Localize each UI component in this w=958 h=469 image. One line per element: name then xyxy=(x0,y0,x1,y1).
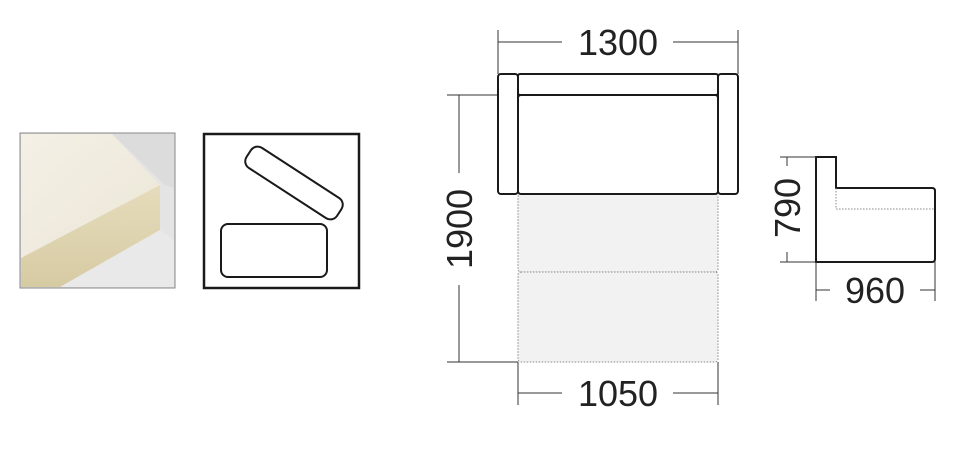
height-label: 790 xyxy=(767,178,808,238)
mattress-width-label: 1050 xyxy=(578,373,658,414)
foam-mattress-photo xyxy=(19,132,176,289)
width-label: 1300 xyxy=(578,22,658,63)
bed-extension xyxy=(517,193,719,363)
depth-label: 1900 xyxy=(439,189,480,269)
right-armrest xyxy=(717,73,739,195)
sofa-top-view xyxy=(497,73,739,195)
dimension-height xyxy=(780,156,816,263)
side-depth-label: 960 xyxy=(845,270,905,311)
dimension-depth xyxy=(447,94,518,363)
storage-box-icon xyxy=(202,132,361,290)
sofa-side-view xyxy=(815,156,936,263)
seat xyxy=(517,94,719,195)
dimension-width xyxy=(497,30,739,74)
dimension-side-depth xyxy=(815,262,936,301)
backrest xyxy=(517,73,719,96)
left-armrest xyxy=(497,73,519,195)
dimension-mattress-width xyxy=(517,362,719,405)
